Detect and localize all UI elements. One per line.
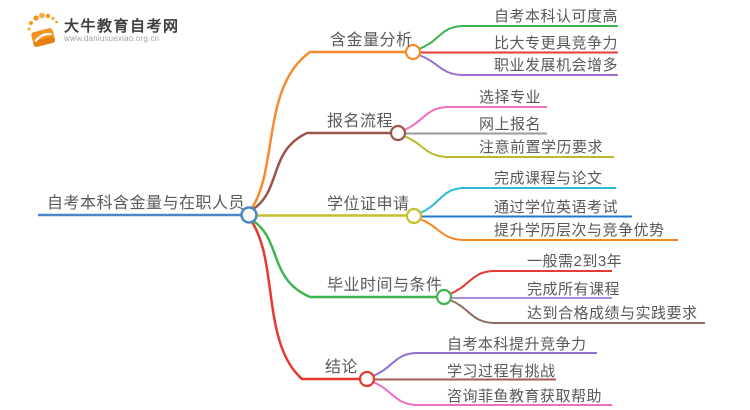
edge-leaf-5-3 xyxy=(372,381,612,406)
edge-leaf-2-1 xyxy=(403,106,547,131)
logo-url: www.daniuxuexiao.org.cn xyxy=(64,34,160,43)
edge-leaf-3-3 xyxy=(419,218,678,241)
branch-3-circle[interactable] xyxy=(405,207,423,225)
leaf-3-3-label[interactable]: 提升学历层次与竞争优势 xyxy=(494,222,665,239)
edge-leaf-1-3 xyxy=(418,54,618,76)
logo-title: 大牛教育自考网 xyxy=(64,18,180,35)
branch-2-label[interactable]: 报名流程 xyxy=(327,113,394,130)
leaf-1-3-label[interactable]: 职业发展机会增多 xyxy=(494,57,619,74)
leaf-5-3-label[interactable]: 咨询菲鱼教育获取帮助 xyxy=(447,388,603,405)
edge-leaf-2-3 xyxy=(403,135,614,158)
leaf-3-1-label[interactable]: 完成课程与论文 xyxy=(494,170,603,187)
leaf-4-3-label[interactable]: 达到合格成绩与实践要求 xyxy=(527,305,698,322)
leaf-5-1-label[interactable]: 自考本科提升竞争力 xyxy=(447,336,587,353)
site-logo[interactable]: 大牛教育自考网 www.daniuxuexiao.org.cn xyxy=(26,10,246,52)
edge-branch-2 xyxy=(251,131,391,212)
edge-branch-4 xyxy=(251,218,437,299)
edge-leaf-4-3 xyxy=(449,299,705,324)
leaf-4-2-label[interactable]: 完成所有课程 xyxy=(527,281,621,298)
leaf-3-2-label[interactable]: 通过学位英语考试 xyxy=(494,199,619,216)
leaf-1-1-label[interactable]: 自考本科认可度高 xyxy=(494,8,619,25)
logo-rays-icon xyxy=(27,12,58,31)
leaf-2-2-label[interactable]: 网上报名 xyxy=(479,116,542,133)
branch-3-label[interactable]: 学位证申请 xyxy=(327,196,410,213)
edge-leaf-3-1 xyxy=(419,187,616,214)
leaf-1-2-label[interactable]: 比大专更具竞争力 xyxy=(494,35,619,52)
leaf-5-2-label[interactable]: 学习过程有挑战 xyxy=(447,363,556,380)
edge-leaf-5-1 xyxy=(372,352,597,377)
edge-leaf-1-1 xyxy=(418,25,618,50)
root-node-circle[interactable] xyxy=(240,206,258,224)
branch-2-circle[interactable] xyxy=(389,124,407,142)
branch-4-circle[interactable] xyxy=(435,288,453,306)
leaf-2-3-label[interactable]: 注意前置学历要求 xyxy=(479,139,604,156)
edge-branch-5 xyxy=(250,221,360,381)
leaf-2-1-label[interactable]: 选择专业 xyxy=(479,89,542,106)
branch-5-circle[interactable] xyxy=(358,370,376,388)
branch-4-label[interactable]: 毕业时间与条件 xyxy=(327,277,443,294)
branch-1-label[interactable]: 含金量分析 xyxy=(330,32,413,49)
logo-book-icon xyxy=(27,12,58,47)
leaf-4-1-label[interactable]: 一般需2到3年 xyxy=(527,253,623,270)
edge-leaf-4-1 xyxy=(449,270,612,295)
root-topic-label[interactable]: 自考本科含金量与在职人员 xyxy=(47,195,246,212)
branch-1-circle[interactable] xyxy=(404,43,422,61)
edge-branch-1 xyxy=(250,50,406,209)
branch-5-label[interactable]: 结论 xyxy=(325,359,359,376)
